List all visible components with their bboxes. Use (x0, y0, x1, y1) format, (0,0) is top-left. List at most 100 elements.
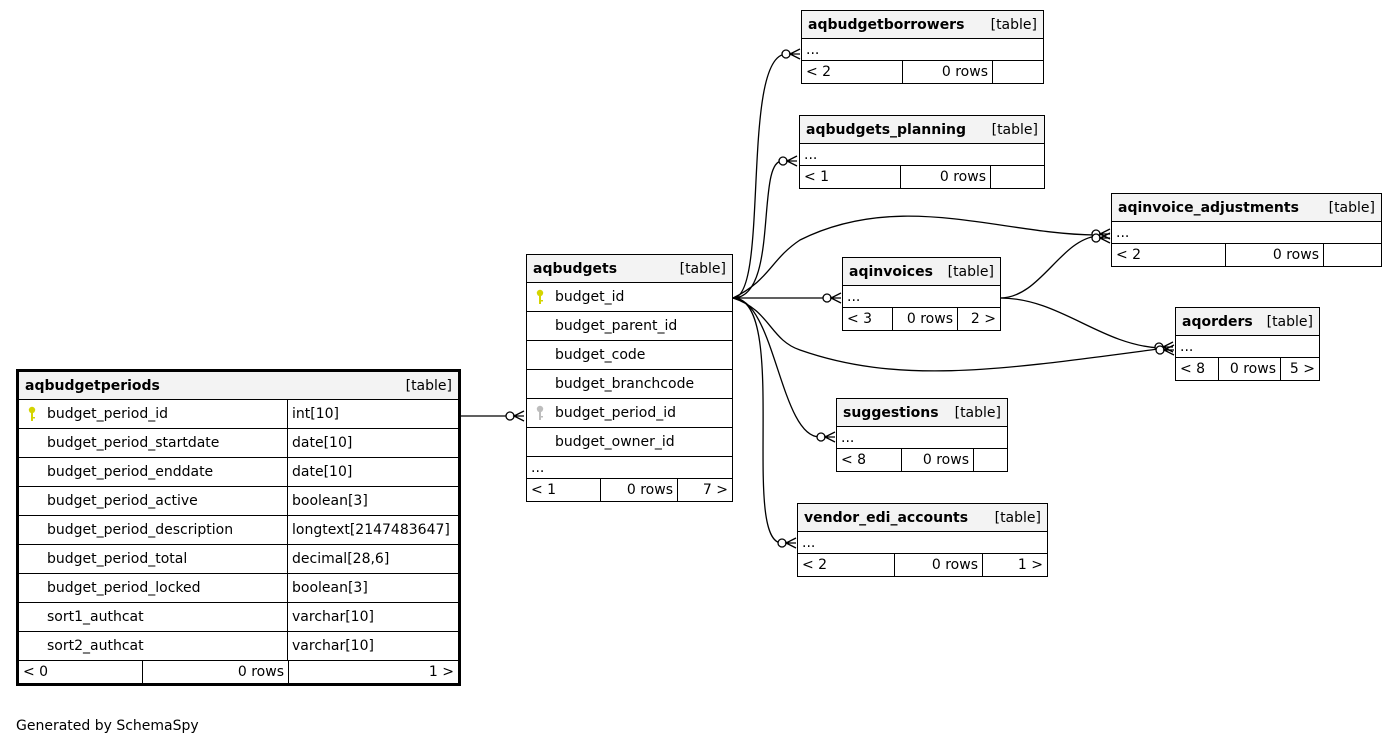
table-tag: [table] (679, 260, 726, 277)
table-vendor-edi-accounts[interactable]: vendor_edi_accounts[table] ... < 2 0 row… (797, 503, 1048, 577)
more-columns: ... (837, 427, 1007, 449)
parents-link[interactable]: < 8 (841, 452, 867, 468)
parents-link[interactable]: < 0 (23, 664, 49, 680)
table-tag: [table] (990, 16, 1037, 33)
table-tag: [table] (405, 377, 452, 394)
table-aqinvoices[interactable]: aqinvoices[table] ... < 3 0 rows 2 > (842, 257, 1001, 331)
column-row[interactable]: budget_branchcode (527, 370, 732, 399)
table-tag: [table] (1266, 313, 1313, 330)
edge-aqbudgets-aqorders (732, 297, 1159, 372)
column-row[interactable]: budget_period_startdate date[10] (19, 429, 458, 458)
edge-aqbudgets-aqbudgetborrowers (732, 53, 788, 299)
table-footer: < 8 0 rows 5 > (1176, 358, 1319, 380)
column-type: date[10] (287, 458, 458, 486)
column-type: boolean[3] (287, 487, 458, 515)
parents-link[interactable]: < 2 (1116, 247, 1142, 263)
table-suggestions[interactable]: suggestions[table] ... < 8 0 rows (836, 398, 1008, 472)
edge-aqinvoices-aqinvoice_adjustments (999, 235, 1098, 299)
children-link[interactable]: 7 > (677, 479, 732, 501)
foreign-key-icon (535, 405, 555, 421)
column-row[interactable]: budget_owner_id (527, 428, 732, 457)
children-link[interactable]: 1 > (288, 661, 458, 683)
column-row[interactable]: budget_period_id int[10] (19, 400, 458, 429)
column-type: longtext[2147483647] (287, 516, 458, 544)
column-row[interactable]: budget_id (527, 283, 732, 312)
column-type: decimal[28,6] (287, 545, 458, 573)
table-tag: [table] (947, 263, 994, 280)
column-type: varchar[10] (287, 603, 458, 631)
table-header: aqbudgetperiods [table] (19, 372, 458, 400)
column-row[interactable]: budget_code (527, 341, 732, 370)
more-columns: ... (800, 144, 1044, 166)
table-aqorders[interactable]: aqorders[table] ... < 8 0 rows 5 > (1175, 307, 1320, 381)
table-name: vendor_edi_accounts (804, 509, 969, 526)
children-link[interactable] (992, 61, 1043, 83)
table-aqinvoice-adjustments[interactable]: aqinvoice_adjustments[table] ... < 2 0 r… (1111, 193, 1382, 267)
children-link[interactable]: 5 > (1280, 358, 1319, 380)
column-name: budget_code (555, 347, 646, 363)
more-columns: ... (1112, 222, 1381, 244)
column-type: int[10] (287, 400, 458, 428)
parents-link[interactable]: < 3 (847, 311, 873, 327)
table-name: aqinvoice_adjustments (1118, 199, 1299, 216)
column-type: varchar[10] (287, 632, 458, 660)
table-tag: [table] (954, 404, 1001, 421)
column-name: budget_period_enddate (47, 464, 214, 480)
table-footer: < 2 0 rows (802, 61, 1043, 83)
crow-foot-icon (778, 155, 798, 167)
column-name: budget_period_startdate (47, 435, 220, 451)
column-row[interactable]: sort2_authcat varchar[10] (19, 632, 458, 661)
children-link[interactable]: 2 > (957, 308, 1000, 330)
children-link[interactable]: 1 > (982, 554, 1047, 576)
column-row[interactable]: budget_period_locked boolean[3] (19, 574, 458, 603)
table-aqbudgetborrowers[interactable]: aqbudgetborrowers[table] ... < 2 0 rows (801, 10, 1044, 84)
column-name: budget_owner_id (555, 434, 675, 450)
row-count: 0 rows (894, 554, 982, 576)
edge-aqbudgets-suggestions (732, 297, 821, 438)
column-row[interactable]: budget_period_id (527, 399, 732, 428)
column-name: budget_id (555, 289, 625, 305)
table-aqbudgets[interactable]: aqbudgets [table] budget_id budget_paren… (526, 254, 733, 502)
crow-foot-icon (816, 431, 836, 443)
column-name: sort2_authcat (47, 638, 144, 654)
more-columns: ... (1176, 336, 1319, 358)
column-row[interactable]: budget_period_description longtext[21474… (19, 516, 458, 545)
crow-foot-icon (781, 48, 801, 60)
column-row[interactable]: budget_period_total decimal[28,6] (19, 545, 458, 574)
parents-link[interactable]: < 1 (531, 482, 557, 498)
column-name: sort1_authcat (47, 609, 144, 625)
table-aqbudgets-planning[interactable]: aqbudgets_planning[table] ... < 1 0 rows (799, 115, 1045, 189)
children-link[interactable] (990, 166, 1044, 188)
table-footer: < 3 0 rows 2 > (843, 308, 1000, 330)
row-count: 0 rows (900, 166, 990, 188)
column-row[interactable]: sort1_authcat varchar[10] (19, 603, 458, 632)
row-count: 0 rows (1225, 244, 1323, 266)
row-count: 0 rows (1218, 358, 1280, 380)
column-row[interactable]: budget_parent_id (527, 312, 732, 341)
crow-foot-icon (777, 537, 797, 549)
crow-foot-icon (822, 292, 842, 304)
parents-link[interactable]: < 2 (802, 557, 828, 573)
table-name: aqbudgetperiods (25, 377, 160, 394)
more-columns: ... (527, 457, 732, 479)
parents-link[interactable]: < 1 (804, 169, 830, 185)
column-name: budget_branchcode (555, 376, 695, 392)
table-aqbudgetperiods[interactable]: aqbudgetperiods [table] budget_period_id… (16, 369, 461, 686)
row-count: 0 rows (901, 449, 973, 471)
row-count: 0 rows (142, 661, 288, 683)
children-link[interactable] (973, 449, 1007, 471)
column-row[interactable]: budget_period_active boolean[3] (19, 487, 458, 516)
more-columns: ... (798, 532, 1047, 554)
row-count: 0 rows (902, 61, 992, 83)
primary-key-icon (27, 406, 47, 422)
children-link[interactable] (1323, 244, 1381, 266)
column-row[interactable]: budget_period_enddate date[10] (19, 458, 458, 487)
column-name: budget_period_active (47, 493, 198, 509)
table-name: aqbudgets (533, 260, 618, 277)
more-columns: ... (843, 286, 1000, 308)
table-header: aqbudgets [table] (527, 255, 732, 283)
table-tag: [table] (991, 121, 1038, 138)
parents-link[interactable]: < 2 (806, 64, 832, 80)
parents-link[interactable]: < 8 (1180, 361, 1206, 377)
